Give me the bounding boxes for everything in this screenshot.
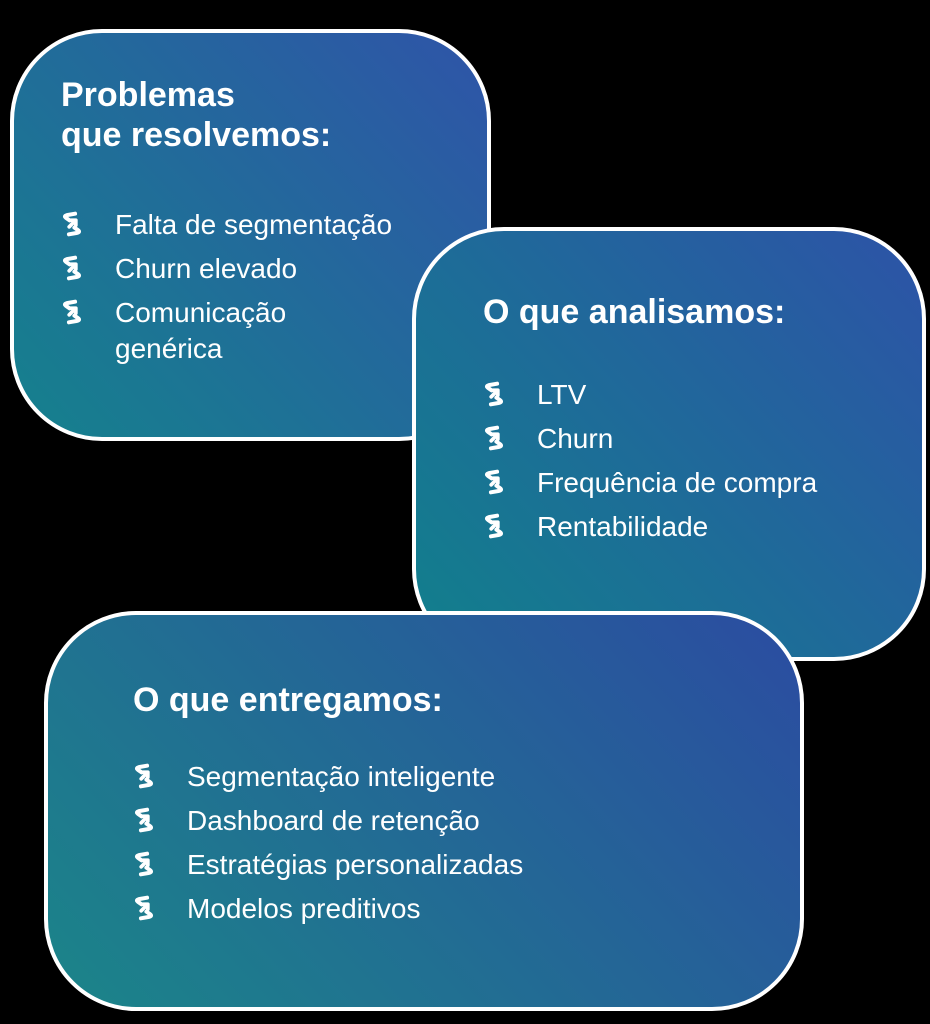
card-analyze-title-text: O que analisamos: xyxy=(483,293,786,331)
list-item: Estratégias personalizadas xyxy=(130,847,772,883)
card-analyze-list: LTV Churn Frequência de compra Rentabili… xyxy=(480,377,894,545)
list-item: Dashboard de retenção xyxy=(130,803,772,839)
card-problems: Problemas que resolvemos: Falta de segme… xyxy=(10,29,491,441)
card-deliver: O que entregamos: Segmentação inteligent… xyxy=(44,611,804,1011)
s-arrow-growth-icon xyxy=(58,298,86,326)
card-problems-list: Falta de segmentação Churn elevado Comun… xyxy=(58,207,459,367)
list-item: Modelos preditivos xyxy=(130,891,772,927)
list-item: Churn elevado xyxy=(58,251,459,287)
s-arrow-growth-icon xyxy=(480,468,508,496)
list-item: Rentabilidade xyxy=(480,509,894,545)
list-item-label: Rentabilidade xyxy=(537,511,709,542)
card-problems-title-line-1: Problemas xyxy=(61,76,235,114)
s-arrow-growth-icon xyxy=(130,806,158,834)
list-item-label: Churn elevado xyxy=(115,253,298,284)
card-problems-title: Problemas que resolvemos: xyxy=(61,75,459,155)
card-deliver-list: Segmentação inteligente Dashboard de ret… xyxy=(130,759,772,927)
list-item-label: Segmentação inteligente xyxy=(187,761,496,792)
list-item-label: Falta de segmentação xyxy=(115,209,393,240)
list-item-label: LTV xyxy=(537,379,587,410)
s-arrow-growth-icon xyxy=(130,762,158,790)
s-arrow-growth-icon xyxy=(58,254,86,282)
list-item: Comunicação genérica xyxy=(58,295,459,367)
s-arrow-growth-icon xyxy=(480,512,508,540)
s-arrow-growth-icon xyxy=(130,894,158,922)
s-arrow-growth-icon xyxy=(480,424,508,452)
list-item-label: Modelos preditivos xyxy=(187,893,421,924)
s-arrow-growth-icon xyxy=(480,380,508,408)
list-item: LTV xyxy=(480,377,894,413)
card-deliver-title: O que entregamos: xyxy=(133,680,772,720)
card-deliver-title-text: O que entregamos: xyxy=(133,681,443,719)
list-item-label: Estratégias personalizadas xyxy=(187,849,524,880)
card-analyze-title: O que analisamos: xyxy=(483,292,894,332)
card-analyze: O que analisamos: LTV Churn Frequência d… xyxy=(412,227,926,661)
list-item: Churn xyxy=(480,421,894,457)
s-arrow-growth-icon xyxy=(130,850,158,878)
list-item: Frequência de compra xyxy=(480,465,894,501)
card-problems-title-line-2: que resolvemos: xyxy=(61,116,332,154)
list-item-label: Frequência de compra xyxy=(537,467,818,498)
list-item-label: Comunicação genérica xyxy=(115,297,287,364)
list-item-label: Dashboard de retenção xyxy=(187,805,480,836)
list-item: Segmentação inteligente xyxy=(130,759,772,795)
s-arrow-growth-icon xyxy=(58,210,86,238)
list-item: Falta de segmentação xyxy=(58,207,459,243)
list-item-label: Churn xyxy=(537,423,614,454)
